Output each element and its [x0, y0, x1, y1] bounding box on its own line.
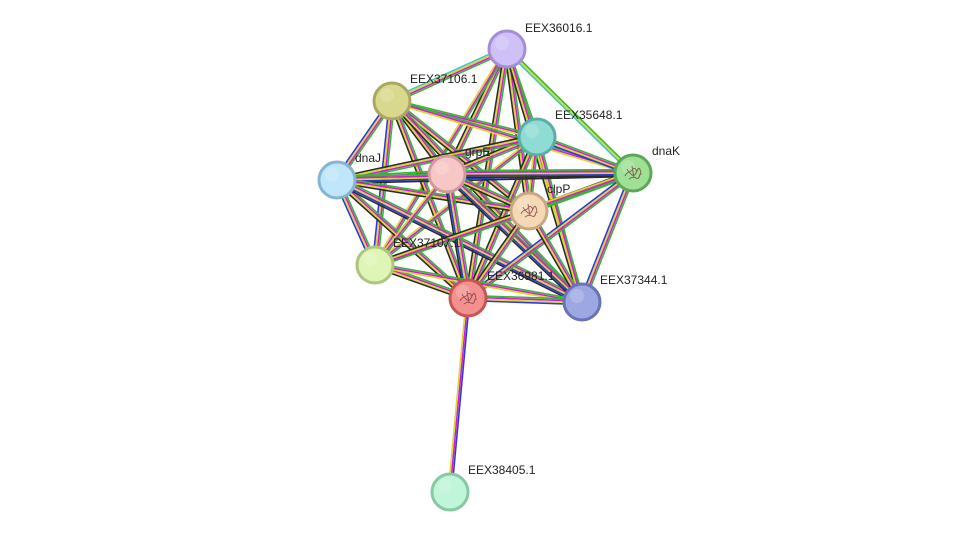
edge-evidence-magenta: [467, 172, 635, 300]
node-label: EEX36981.1: [487, 269, 555, 283]
edge-evidence-yellow: [373, 209, 530, 265]
node-clpp[interactable]: clpP: [509, 182, 570, 231]
edge-evidence-yellow: [466, 171, 634, 299]
edge-evidence-magenta: [536, 136, 583, 303]
node-label: EEX36016.1: [525, 21, 593, 35]
edge-evidence-black: [335, 133, 538, 179]
node-highlight: [570, 289, 584, 303]
edge-eex36981-1-eex38405-1[interactable]: [447, 297, 471, 493]
edge-evidence-yellow: [534, 136, 582, 304]
edge-evidence-yellow: [446, 173, 583, 303]
edge-evidence-yellow: [390, 101, 634, 176]
edge-evidence-green: [392, 50, 509, 105]
protein-structure-icon: [520, 203, 538, 218]
edge-evidence-magenta: [374, 211, 531, 267]
edge-evidence-magenta: [447, 171, 584, 302]
edge-evidence-yellow: [506, 48, 634, 174]
edge-dnak-eex37344-1[interactable]: [578, 171, 637, 304]
edge-eex36016-1-dnak[interactable]: [505, 46, 635, 176]
node-grpe[interactable]: grpE: [427, 145, 490, 194]
edge-evidence-black: [334, 182, 582, 306]
edge-evidence-black: [334, 181, 468, 301]
edge-dnak-eex36981-1[interactable]: [465, 170, 636, 301]
edge-evidence-cyan: [505, 49, 633, 176]
node-label: EEX37344.1: [600, 273, 668, 287]
node-circle[interactable]: [562, 282, 602, 322]
protein-structure-icon: [624, 165, 642, 180]
node-circle[interactable]: [372, 81, 412, 121]
node-eex38405-1[interactable]: EEX38405.1: [430, 463, 536, 512]
edge-evidence-blue: [446, 173, 634, 177]
node-highlight: [495, 36, 509, 50]
node-highlight: [438, 479, 452, 493]
edge-evidence-green: [583, 173, 637, 304]
node-dnaj[interactable]: dnaJ: [317, 151, 381, 200]
edge-evidence-green: [446, 168, 634, 172]
node-circle[interactable]: [317, 160, 357, 200]
edge-evidence-yellow: [580, 171, 634, 303]
edge-evidence-cyan: [390, 45, 507, 100]
node-label: EEX37107.1: [393, 236, 461, 250]
edge-evidence-magenta: [391, 99, 470, 299]
edge-evidence-green: [376, 100, 396, 267]
node-circle[interactable]: [430, 472, 470, 512]
edge-evidence-green: [393, 98, 585, 302]
node-highlight: [363, 252, 377, 266]
edge-eex36016-1-eex37106-1[interactable]: [390, 45, 509, 105]
node-eex37106-1[interactable]: EEX37106.1: [372, 72, 478, 121]
node-highlight: [525, 124, 539, 138]
edge-evidence-green: [507, 46, 635, 173]
node-label: EEX37106.1: [410, 72, 478, 86]
node-circle[interactable]: [487, 29, 527, 69]
node-label: clpP: [547, 182, 570, 196]
edge-evidence-green: [468, 174, 636, 301]
edge-evidence-black: [446, 175, 634, 179]
node-circle[interactable]: [427, 154, 467, 194]
edge-eex35648-1-eex37344-1[interactable]: [534, 135, 585, 304]
edge-evidence-blue: [450, 297, 471, 493]
edge-evidence-black: [335, 181, 530, 215]
edge-clpp-eex37107-1[interactable]: [373, 207, 531, 269]
node-highlight: [435, 161, 449, 175]
edge-evidence-blue: [465, 170, 633, 297]
node-label: EEX38405.1: [468, 463, 536, 477]
node-eex35648-1[interactable]: EEX35648.1: [517, 108, 623, 157]
edge-evidence-green: [537, 135, 585, 303]
node-eex37344-1[interactable]: EEX37344.1: [562, 273, 668, 322]
edge-evidence-magenta: [581, 172, 635, 304]
node-circle[interactable]: [517, 117, 557, 157]
node-eex36016-1[interactable]: EEX36016.1: [487, 21, 593, 69]
edge-evidence-green: [391, 98, 539, 137]
edge-evidence-yellow: [447, 297, 468, 493]
edge-evidence-yellow: [390, 47, 508, 102]
edge-evidence-blue: [445, 174, 582, 305]
edge-evidence-yellow: [446, 172, 634, 175]
edge-evidence-yellow: [336, 180, 530, 213]
edge-evidence-magenta: [375, 100, 394, 266]
edge-evidence-blue: [578, 171, 632, 302]
edge-evidence-black: [336, 175, 634, 185]
edge-evidence-magenta: [391, 48, 509, 103]
node-label: grpE: [465, 145, 490, 159]
protein-structure-icon: [459, 290, 477, 305]
edge-evidence-black: [464, 135, 536, 298]
node-highlight: [380, 88, 394, 102]
node-label: EEX35648.1: [555, 108, 623, 122]
node-eex37107-1[interactable]: EEX37107.1: [355, 236, 461, 285]
edge-grpe-dnak[interactable]: [446, 168, 634, 179]
edge-evidence-green: [375, 212, 531, 269]
node-eex36981-1[interactable]: EEX36981.1: [448, 269, 555, 318]
node-highlight: [325, 167, 339, 181]
edge-evidence-black: [373, 207, 529, 264]
node-label: dnaJ: [355, 151, 381, 165]
edge-evidence-green: [448, 170, 586, 301]
edge-evidence-magenta: [446, 170, 634, 174]
edge-evidence-magenta: [449, 297, 469, 493]
node-label: dnaK: [652, 144, 680, 158]
node-dnak[interactable]: dnaK: [613, 144, 680, 193]
node-circle[interactable]: [355, 245, 395, 285]
